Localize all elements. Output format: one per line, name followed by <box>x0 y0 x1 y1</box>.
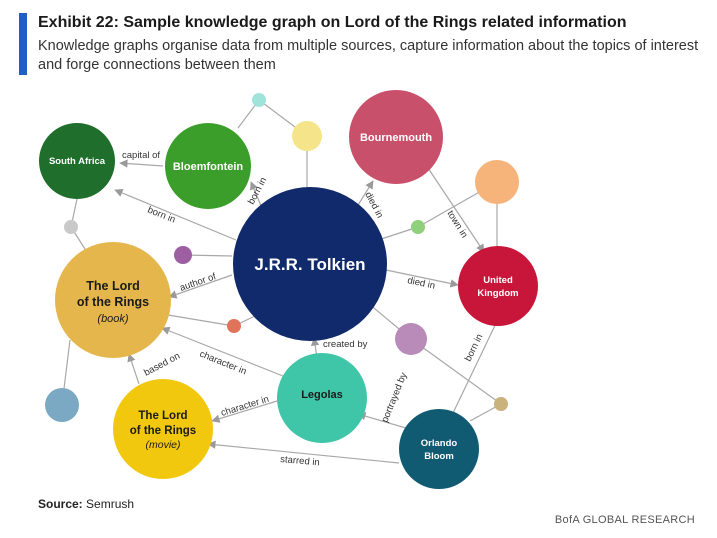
node-teal-small <box>252 93 266 107</box>
edge-portrayed-by <box>357 412 407 429</box>
node-tolkien-circle <box>233 187 387 341</box>
node-orlando-bloom-circle <box>399 409 479 489</box>
node-peach-small <box>475 160 519 204</box>
edge-label-born-in-uk: born in <box>463 332 486 363</box>
node-south-africa: South Africa <box>39 123 115 199</box>
node-lotr-book-label-sub: (book) <box>97 313 129 325</box>
node-united-kingdom-label-1: United <box>483 275 513 286</box>
node-lotr-book: The Lord of the Rings (book) <box>55 242 171 358</box>
node-legolas: Legolas <box>277 353 367 443</box>
node-orlando-bloom-label-2: Bloom <box>424 451 454 462</box>
edge-label-died-in-uk: died in <box>406 275 436 292</box>
edge-label-born-in-sa: born in <box>146 205 177 226</box>
edge-label-character-in-movie: character in <box>220 394 271 419</box>
node-lotr-book-label-2: of the Rings <box>77 295 149 309</box>
edge-label-starred-in: starred in <box>280 454 320 468</box>
exhibit-subtitle: Knowledge graphs organise data from mult… <box>38 38 699 73</box>
edge-born-in-sa <box>114 189 237 241</box>
node-united-kingdom-circle <box>458 246 538 326</box>
node-tan-small <box>494 397 508 411</box>
node-bournemouth: Bournemouth <box>349 90 443 184</box>
edge-label-character-in-book: character in <box>198 349 248 378</box>
edge-book-orange <box>167 314 235 327</box>
node-legolas-circle <box>277 353 367 443</box>
accent-bar <box>19 13 27 75</box>
edge-capital-of <box>119 159 164 168</box>
source-note: Source: Semrush <box>38 497 134 511</box>
edge-label-created-by: created by <box>323 339 368 350</box>
node-lotr-movie-label-sub: (movie) <box>145 439 180 451</box>
node-bournemouth-circle <box>349 90 443 184</box>
edge-character-in-book <box>161 326 284 377</box>
brand-footer: BofA GLOBAL RESEARCH <box>554 514 695 526</box>
node-legolas-label: Legolas <box>301 389 343 401</box>
node-orlando-bloom-label-1: Orlando <box>421 438 458 449</box>
edge-author-of <box>168 274 233 299</box>
edge-born-in-bloem <box>250 181 263 209</box>
edge-label-based-on: based on <box>142 351 182 379</box>
node-bloemfontein: Bloemfontein <box>165 123 251 209</box>
node-lotr-movie: The Lord of the Rings (movie) <box>113 379 213 479</box>
node-orlando-bloom: Orlando Bloom <box>399 409 479 489</box>
node-south-africa-label: South Africa <box>49 156 106 167</box>
node-green-small <box>411 220 425 234</box>
source-value: Semrush <box>82 497 135 511</box>
node-tolkien: J.R.R. Tolkien <box>233 187 387 341</box>
node-lotr-book-circle <box>55 242 171 358</box>
node-lotr-book-label-1: The Lord <box>86 279 139 293</box>
node-bloemfontein-label: Bloemfontein <box>173 161 244 173</box>
edge-label-capital-of: capital of <box>122 150 160 161</box>
node-lotr-movie-circle <box>113 379 213 479</box>
node-bloemfontein-circle <box>165 123 251 209</box>
node-grey-small <box>64 220 78 234</box>
edge-starred-in <box>207 440 400 464</box>
node-united-kingdom-label-2: Kingdom <box>477 288 518 299</box>
edge-character-in-movie <box>211 400 278 423</box>
edge-died-in-uk <box>385 269 459 288</box>
edge-town-in <box>427 167 485 253</box>
source-label: Source: <box>38 497 83 511</box>
node-mauve-small <box>395 323 427 355</box>
node-blue-small <box>45 388 79 422</box>
edge-born-in-uk <box>452 314 501 414</box>
node-yellow-small <box>292 121 322 151</box>
node-lotr-movie-label-2: of the Rings <box>130 425 196 437</box>
node-south-africa-circle <box>39 123 115 199</box>
edge-label-portrayed-by: portrayed by <box>380 371 410 424</box>
node-united-kingdom: United Kingdom <box>458 246 538 326</box>
node-lotr-movie-label-1: The Lord <box>138 410 187 422</box>
node-tolkien-label: J.R.R. Tolkien <box>254 255 365 274</box>
node-orange-small <box>227 319 241 333</box>
unlabeled-nodes <box>45 93 519 422</box>
node-purple-small <box>174 246 192 264</box>
edge-based-on <box>127 353 140 385</box>
edge-label-author-of: author of <box>178 271 217 294</box>
edge-mauve-tan <box>410 338 502 405</box>
exhibit-title: Exhibit 22: Sample knowledge graph on Lo… <box>38 14 627 31</box>
node-bournemouth-label: Bournemouth <box>360 132 432 144</box>
